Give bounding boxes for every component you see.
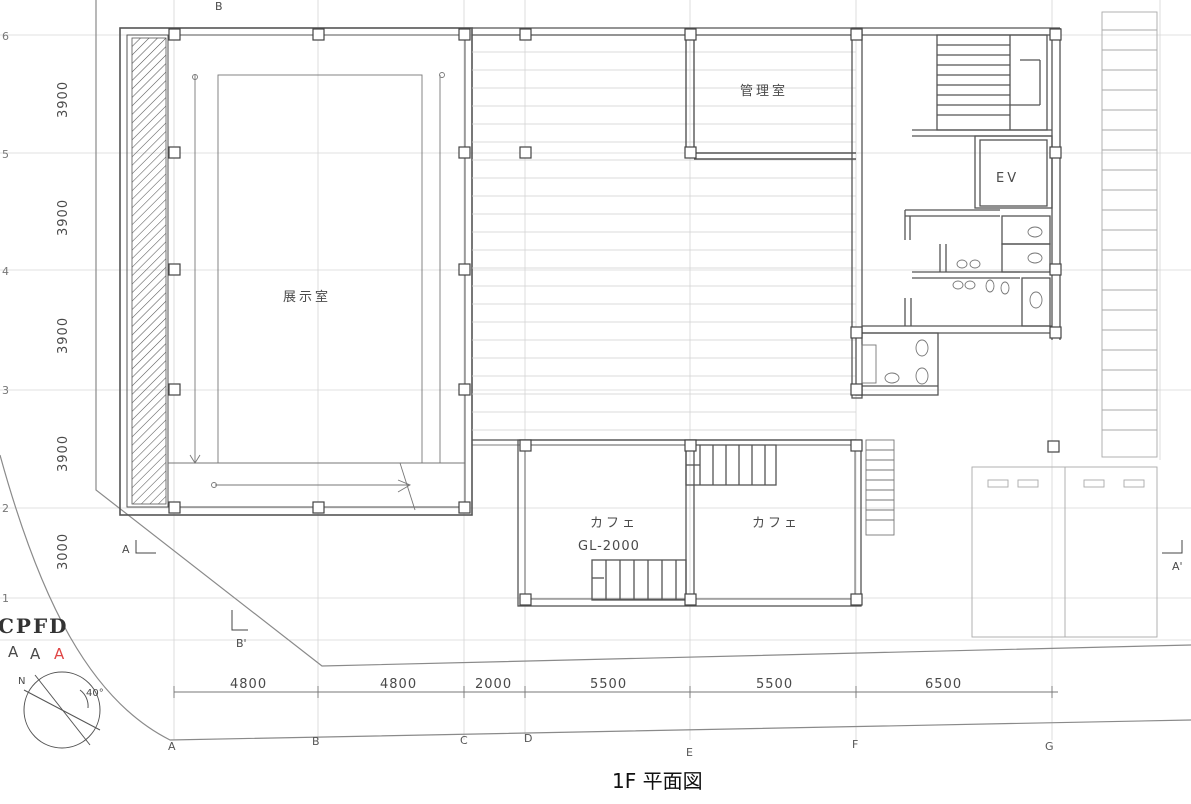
grid-letter-f: F [852,738,858,751]
grid-letter-a: A [168,740,176,753]
grid-letter-e: E [686,746,693,759]
grid-letter-b: B [312,735,320,748]
dim-h-3: 2000 [475,677,512,692]
cafe-block [517,439,862,607]
exhibition-room-interior [168,72,465,511]
grid-num-6: 6 [2,30,9,43]
svg-text:A: A [122,543,130,556]
construction-grid [0,0,1191,740]
brand-text: CPFD [0,614,69,638]
hatched-wall [131,37,167,505]
svg-text:A: A [54,645,65,663]
site-boundary [0,0,1191,741]
section-marker-b-bottom: B' [231,610,248,650]
svg-text:A: A [8,643,19,661]
dim-h-5: 5500 [756,677,793,692]
room-label-cafe-level: GL-2000 [578,539,640,554]
room-label-exhibition: 展示室 [283,289,331,305]
exterior-stair [865,439,895,536]
service-core [851,27,1061,399]
compass-icon [23,671,101,749]
dim-v-5: 3000 [56,533,71,570]
grid-letter-c: C [460,734,468,747]
dim-v-4: 3900 [56,435,71,472]
drawing-caption: 1F 平面図 [612,769,703,793]
svg-text:B': B' [236,637,247,650]
svg-text:A': A' [1172,560,1183,573]
room-label-cafe-left: カフェ [590,516,638,531]
grid-num-4: 4 [2,265,9,278]
dim-h-4: 5500 [590,677,627,692]
dim-v-2: 3900 [56,199,71,236]
section-marker-a-right: A' [1162,540,1183,573]
dim-h-6: 6500 [925,677,962,692]
dimension-line [173,686,1058,698]
room-label-elevator: EV [996,171,1019,186]
columns [168,28,1062,606]
grid-num-2: 2 [2,502,9,515]
section-marker-b-top: B [215,0,223,13]
toilet-fixtures [861,226,1043,385]
central-hall [472,51,856,431]
section-marker-a-left: A [122,540,156,556]
svg-text:A: A [30,645,41,663]
room-label-office: 管理室 [740,83,788,99]
grid-num-5: 5 [2,148,9,161]
brand-subtext: A A A [8,643,65,663]
east-deck [971,11,1158,638]
dim-h-1: 4800 [230,677,267,692]
dim-h-2: 4800 [380,677,417,692]
room-label-cafe-right: カフェ [752,516,800,531]
grid-num-1: 1 [2,592,9,605]
compass-north-label: N [18,676,25,687]
grid-letter-d: D [524,732,532,745]
compass-angle-label: 40° [86,688,104,699]
dim-v-3: 3900 [56,317,71,354]
grid-letter-g: G [1045,740,1054,753]
dim-v-1: 3900 [56,81,71,118]
grid-num-3: 3 [2,384,9,397]
